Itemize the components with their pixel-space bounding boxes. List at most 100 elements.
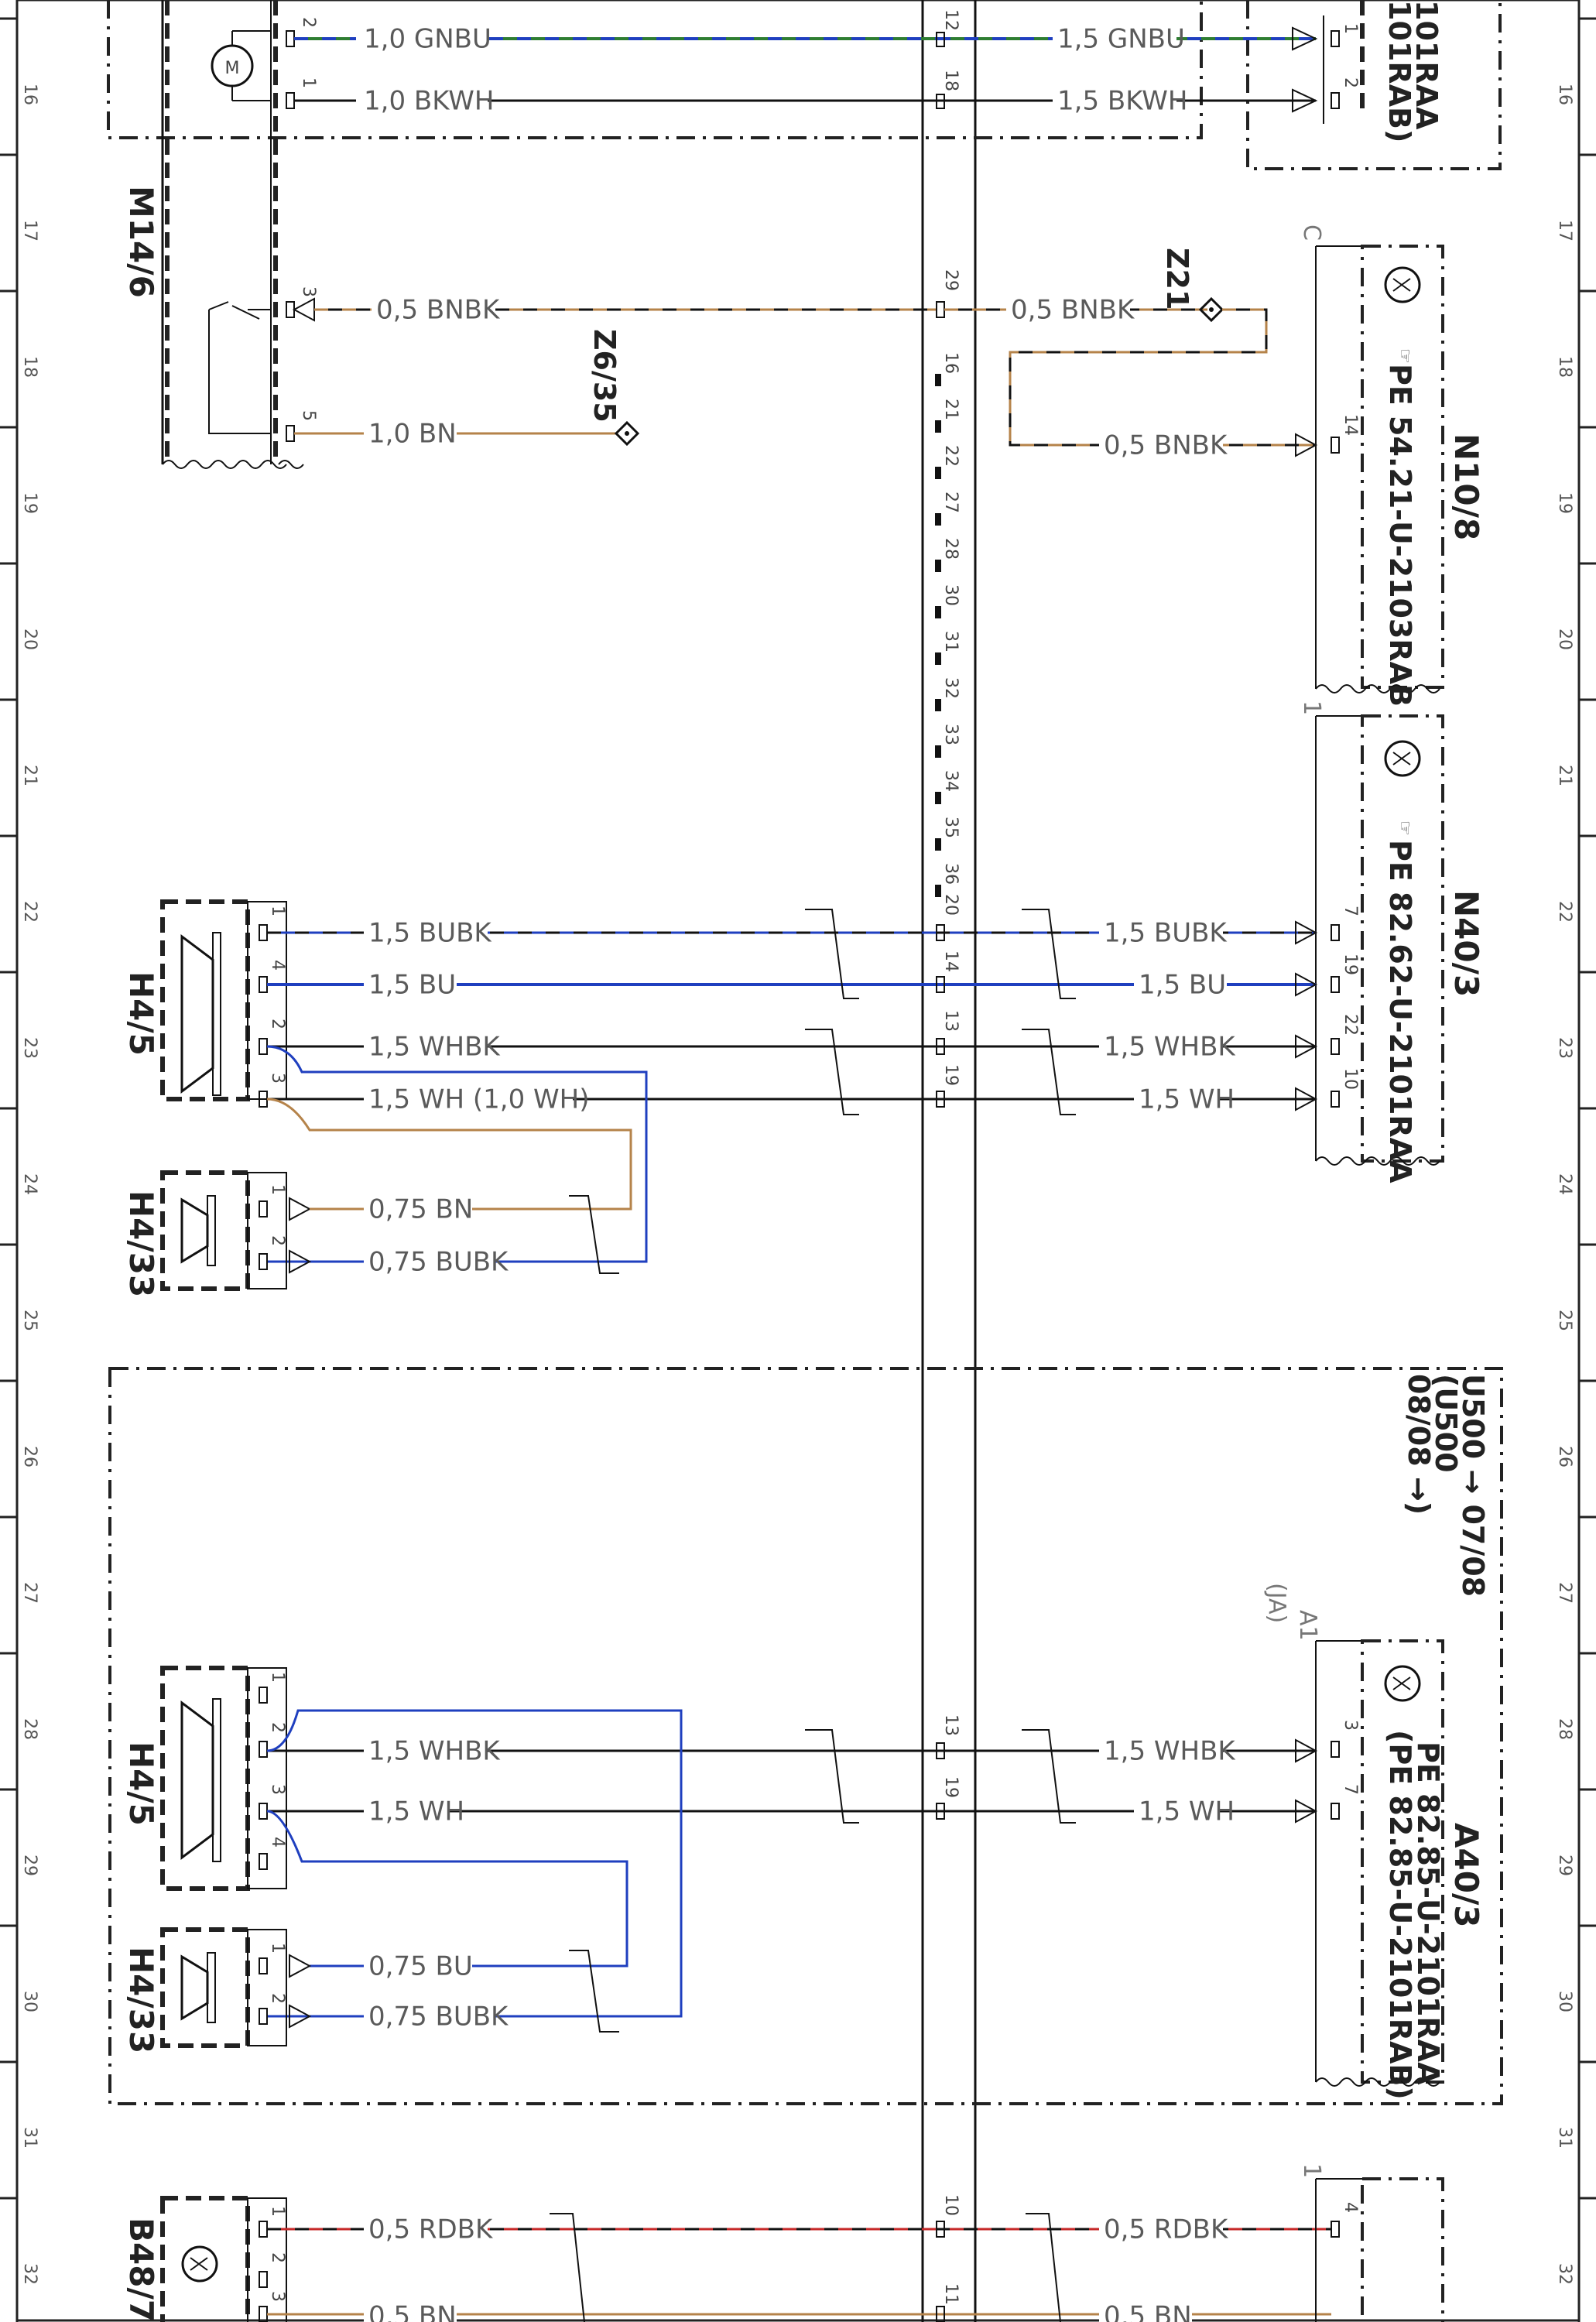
grid-row-number: 30 bbox=[1555, 1991, 1574, 2012]
pin-m14-3: 3 bbox=[299, 286, 318, 297]
pin: 22 bbox=[1341, 1014, 1360, 1036]
sep-pin: 21 bbox=[941, 399, 961, 420]
grid-row-number: 23 bbox=[1555, 1037, 1574, 1059]
grid-row-number: 18 bbox=[20, 356, 39, 378]
sensor-transistor-icon bbox=[181, 2245, 218, 2283]
sep-pin: 19 bbox=[941, 1064, 961, 1086]
wire-label: 1,5 GNBU bbox=[1057, 24, 1185, 55]
pin: 3 bbox=[268, 1784, 287, 1795]
pin: 14 bbox=[1341, 414, 1360, 436]
sep-pin: 29 bbox=[941, 269, 961, 291]
component-code-a40-3-1: PE 82.85-U-2101RAA bbox=[1411, 1742, 1445, 2085]
pin: 2 bbox=[268, 1722, 287, 1733]
sensor-transistor-icon bbox=[1384, 266, 1421, 303]
sep-pin: 31 bbox=[941, 631, 961, 652]
sep-pin: 19 bbox=[941, 1776, 961, 1798]
wire-label: 1,5 BUBK bbox=[1104, 918, 1228, 949]
component-label-h4-33: H4/33 bbox=[122, 1190, 160, 1297]
svg-text:☞: ☞ bbox=[1395, 820, 1414, 836]
grid-row-number: 25 bbox=[1555, 1310, 1574, 1331]
grid-row-number: 23 bbox=[20, 1037, 39, 1059]
component-code-a40-3-2: (PE 82.85-U-2101RAB) bbox=[1383, 1730, 1417, 2100]
sep-pin: 35 bbox=[941, 817, 961, 838]
sep-pin: 20 bbox=[941, 894, 961, 916]
grid-row-number: 32 bbox=[20, 2263, 39, 2285]
grid-row-number: 28 bbox=[1555, 1718, 1574, 1740]
grid-row-number: 19 bbox=[20, 492, 39, 514]
wire-label: 1,5 BU bbox=[368, 970, 456, 1001]
wire-label: 0,5 BNBK bbox=[1011, 295, 1135, 326]
splice-z21-icon bbox=[1198, 296, 1224, 323]
pin-m14-5: 5 bbox=[299, 410, 318, 421]
speaker-group-2: H4/5 1 2 3 4 1,5 WHBK 1,5 WHBK 1,5 WH 1,… bbox=[122, 1666, 1318, 2053]
pin: 10 bbox=[1341, 1068, 1360, 1090]
connector-ja: (JA) bbox=[1263, 1583, 1290, 1623]
connector-n10-8: C 14 ☞ PE 54.21-U-2103RAB N10/8 bbox=[1298, 224, 1485, 707]
grid-row-number: 28 bbox=[20, 1718, 39, 1740]
connector-n40-3: 1 ☞ PE 82.62-U-2101RAA N40/3 7 19 22 10 bbox=[1298, 700, 1485, 1183]
sep-pin: 30 bbox=[941, 584, 961, 606]
component-label-a40-3: A40/3 bbox=[1447, 1823, 1485, 1928]
sep-pin-mark bbox=[935, 699, 941, 711]
grid-row-number: 16 bbox=[1555, 84, 1574, 105]
grid-row-number: 29 bbox=[20, 1855, 39, 1876]
pin: 2 bbox=[268, 1019, 287, 1029]
pin: 1 bbox=[268, 1184, 287, 1195]
pin: 2 bbox=[268, 1235, 287, 1246]
pin: 4 bbox=[268, 1837, 287, 1848]
sep-pin: 28 bbox=[941, 538, 961, 560]
sep-pin: 32 bbox=[941, 677, 961, 699]
sep-pin-mark bbox=[935, 467, 941, 479]
sep-pin-mark bbox=[935, 606, 941, 618]
sep-pin: 10 bbox=[941, 2194, 961, 2216]
grid-row-number: 17 bbox=[20, 220, 39, 241]
pin: 4 bbox=[1341, 2202, 1360, 2213]
wire-label: 1,5 WHBK bbox=[368, 1032, 501, 1063]
wire-label: 1,5 BUBK bbox=[368, 918, 492, 949]
grid-row-number: 20 bbox=[1555, 628, 1574, 650]
wire-label: 1,5 WH bbox=[1139, 1084, 1235, 1115]
wire-label: 0,75 BUBK bbox=[368, 1247, 509, 1278]
speaker-icon bbox=[180, 1952, 216, 2023]
hand-pointer-icon: ☞ bbox=[1395, 820, 1414, 836]
grid-row-number: 24 bbox=[20, 1173, 39, 1195]
grid-row-number: 31 bbox=[20, 2127, 39, 2149]
grid-row-number: 19 bbox=[1555, 492, 1574, 514]
grid-row-number: 32 bbox=[1555, 2263, 1574, 2285]
wire-label: 0,5 BN bbox=[368, 2301, 457, 2322]
grid-row-number: 26 bbox=[1555, 1446, 1574, 1468]
wire-label: 0,5 RDBK bbox=[1104, 2214, 1229, 2245]
sep-pin: 34 bbox=[941, 770, 961, 792]
sep-pin-mark bbox=[935, 792, 941, 804]
pin: 4 bbox=[268, 960, 287, 971]
component-code-n10-8: PE 54.21-U-2103RAB bbox=[1383, 364, 1417, 707]
sep-pin-mark bbox=[935, 885, 941, 897]
component-code-n40-3: PE 82.62-U-2101RAA bbox=[1383, 840, 1417, 1183]
sep-pin: 13 bbox=[941, 1010, 961, 1032]
sep-pin-mark bbox=[935, 652, 941, 665]
pin: 19 bbox=[1341, 954, 1360, 975]
grid-row-number: 22 bbox=[1555, 901, 1574, 923]
wire-label: 1,0 GNBU bbox=[364, 24, 491, 55]
switch-icon bbox=[208, 301, 271, 434]
sep-pin-mark bbox=[935, 420, 941, 433]
svg-text:M: M bbox=[225, 59, 240, 78]
wire-label: 1,5 WHBK bbox=[1104, 1032, 1236, 1063]
variant-frame-u500: U500 → 07/08 (U500 08/08 →) bbox=[108, 1367, 1503, 2105]
grid-row-number: 30 bbox=[20, 1991, 39, 2012]
connector-letter: 1 bbox=[1298, 700, 1325, 715]
splice-label-z21: Z21 bbox=[1160, 248, 1194, 310]
variant-text-2: (U500 bbox=[1429, 1374, 1463, 1473]
wire-label: 1,5 WHBK bbox=[368, 1736, 501, 1767]
pin: 1 bbox=[268, 906, 287, 916]
speaker-icon bbox=[180, 1195, 216, 1266]
connector-letter: C bbox=[1298, 224, 1325, 241]
pin: 1 bbox=[268, 1672, 287, 1683]
pin: 7 bbox=[1341, 906, 1360, 916]
grid-row-number: 29 bbox=[1555, 1855, 1574, 1876]
pin-m14-1: 1 bbox=[299, 77, 318, 88]
splice-label-z6-35: Z6/35 bbox=[587, 329, 622, 423]
component-label-h4-5: H4/5 bbox=[122, 1742, 160, 1826]
